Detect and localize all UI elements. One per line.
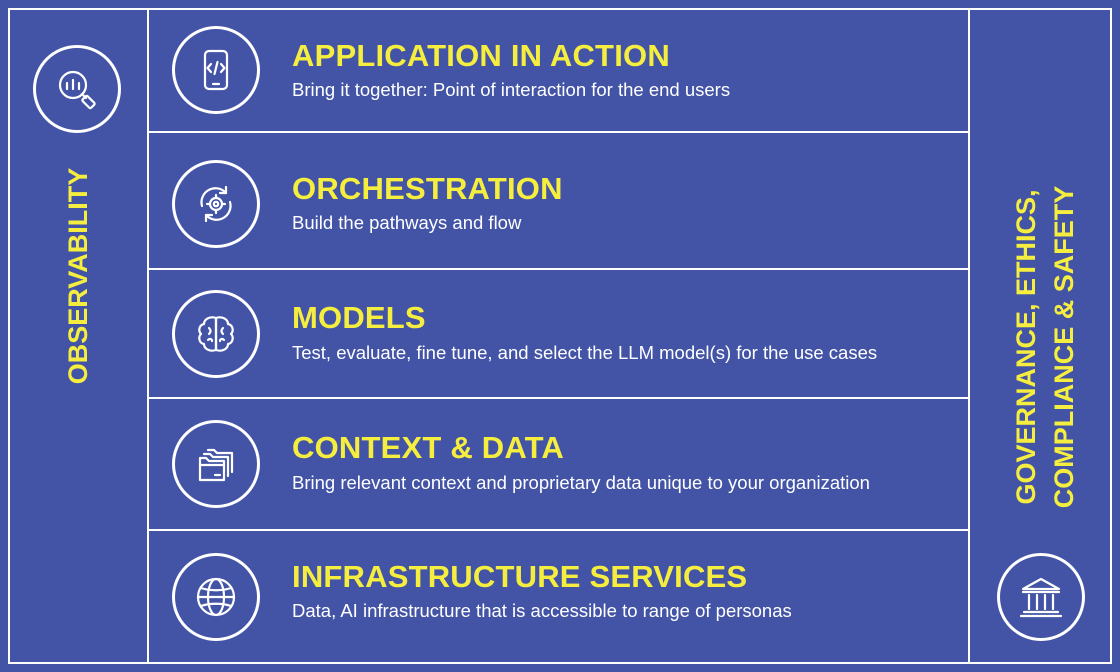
globe-icon	[172, 553, 260, 641]
governance-label-line-2: COMPLIANCE & SAFETY	[1049, 185, 1079, 509]
layer-title: MODELS	[292, 300, 426, 335]
layer-description: Bring it together: Point of interaction …	[292, 79, 731, 100]
brain-icon	[172, 290, 260, 378]
layer-divider	[148, 131, 970, 133]
layer-title: CONTEXT & DATA	[292, 430, 565, 465]
layer-divider	[148, 529, 970, 531]
observability-search-icon	[33, 45, 121, 133]
government-building-icon	[997, 553, 1085, 641]
layer-description: Data, AI infrastructure that is accessib…	[292, 600, 792, 621]
layer-divider	[148, 268, 970, 270]
observability-label: OBSERVABILITY	[63, 167, 93, 385]
layer-description: Test, evaluate, fine tune, and select th…	[292, 342, 878, 363]
layer-divider	[148, 397, 970, 399]
layer-description: Build the pathways and flow	[292, 212, 522, 233]
layer-title: ORCHESTRATION	[292, 171, 563, 206]
layer-title: INFRASTRUCTURE SERVICES	[292, 559, 748, 594]
layer-title: APPLICATION IN ACTION	[292, 38, 670, 73]
governance-label: GOVERNANCE, ETHICS, COMPLIANCE & SAFETY	[1007, 186, 1083, 509]
governance-label-line-1: GOVERNANCE, ETHICS,	[1011, 189, 1041, 505]
layer-description: Bring relevant context and proprietary d…	[292, 472, 870, 493]
gear-cycle-icon	[172, 160, 260, 248]
folders-icon	[172, 420, 260, 508]
right-column-divider	[968, 8, 970, 664]
diagram-frame	[8, 8, 1112, 664]
left-column-divider	[147, 8, 149, 664]
mobile-code-icon	[172, 26, 260, 114]
